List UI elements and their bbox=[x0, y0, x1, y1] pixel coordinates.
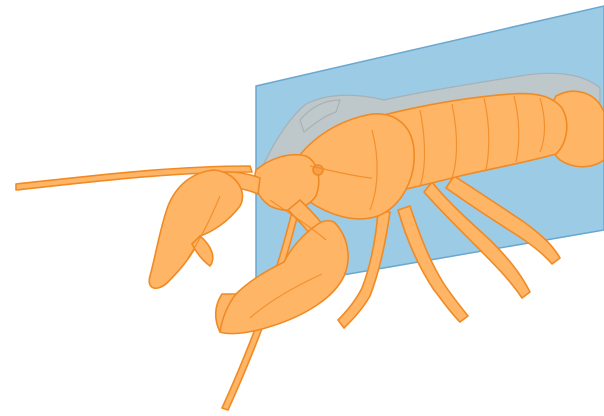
head bbox=[255, 155, 319, 210]
upper-claw bbox=[149, 170, 242, 288]
upper-claw-finger bbox=[192, 236, 213, 266]
